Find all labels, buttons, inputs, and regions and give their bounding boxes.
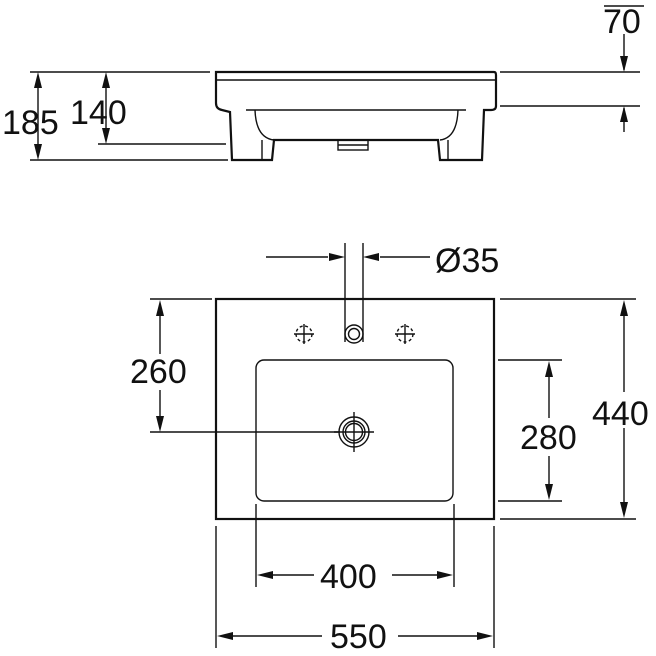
plan-view-outer-outline xyxy=(214,297,496,521)
dimension-400: 400 xyxy=(255,504,455,596)
tap-hole-icon xyxy=(344,324,364,344)
tap-hole-inner xyxy=(347,327,361,341)
dimension-140: 140 xyxy=(70,72,127,144)
dimension-185: 185 xyxy=(2,72,59,160)
side-view-basin-outline xyxy=(214,70,498,162)
dim-label-440: 440 xyxy=(592,395,649,433)
dimension-280: 280 xyxy=(498,359,577,502)
dim-label-550: 550 xyxy=(330,618,387,656)
dimension-550: 550 xyxy=(215,526,495,656)
dim-label-185: 185 xyxy=(2,104,59,142)
dim-label-400: 400 xyxy=(320,558,377,596)
dim-label-dia35: Ø35 xyxy=(435,242,499,280)
dim-label-140: 140 xyxy=(70,94,127,132)
dim-label-260: 260 xyxy=(130,353,187,391)
side-view-bowl-left xyxy=(254,109,275,141)
plan-view-bowl-outline xyxy=(255,359,454,502)
dimension-440: 440 xyxy=(500,298,649,520)
optional-hole-right-icon xyxy=(395,324,415,344)
optional-hole-left-icon xyxy=(294,324,314,344)
dim-label-70: 70 xyxy=(603,3,641,41)
side-view: 185 140 70 xyxy=(2,3,644,162)
dimension-260: 260 xyxy=(130,298,340,433)
plan-view: Ø35 260 280 xyxy=(130,242,649,656)
side-view-bowl-right xyxy=(439,109,459,141)
dim-label-280: 280 xyxy=(520,419,577,457)
dimension-dia35: Ø35 xyxy=(266,242,499,342)
dimension-70: 70 xyxy=(603,3,644,132)
